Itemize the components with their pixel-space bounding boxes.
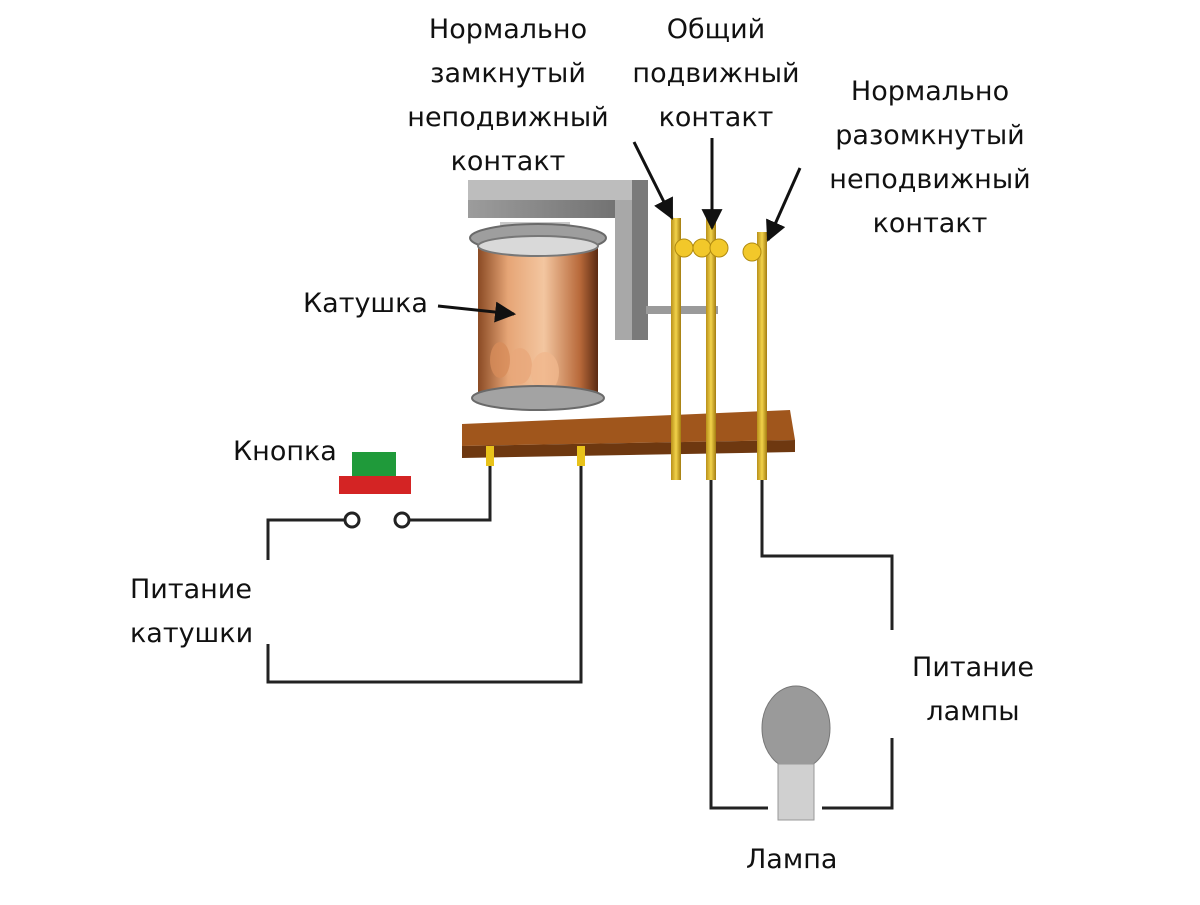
button-label: Кнопка	[233, 436, 337, 467]
arrow-nc	[632, 141, 674, 220]
nc-contact-line-1: Нормально	[428, 14, 588, 45]
lamp-power-label: Питание лампы	[912, 646, 1034, 734]
common-contact-line-3: контакт	[658, 102, 774, 133]
yoke-frame	[468, 180, 648, 340]
push-button	[339, 452, 411, 529]
coil-label: Катушка	[303, 288, 428, 319]
lamp-power-line-2: лампы	[926, 696, 1020, 727]
wires	[266, 466, 894, 810]
wire-common-to-lamp	[709, 480, 768, 810]
nc-contact-line-3: неподвижный	[407, 102, 609, 133]
coil	[469, 223, 607, 411]
lamp	[761, 685, 831, 821]
no-contact-line-3: неподвижный	[829, 164, 1031, 195]
lamp-label: Лампа	[746, 844, 838, 875]
wire-coil-power-return	[266, 466, 583, 684]
no-contact-label: Нормально разомкнутый неподвижный контак…	[829, 70, 1030, 246]
coil-pin-right	[577, 446, 585, 466]
coil-power-label: Питание катушки	[130, 568, 253, 656]
common-contact-label: Общий подвижный контакт	[632, 8, 799, 140]
contact-pins	[486, 218, 767, 480]
base-board	[462, 410, 795, 458]
common-contact-line-1: Общий	[666, 14, 766, 45]
wire-button-to-coil-power	[266, 518, 345, 560]
lamp-power-line-1: Питание	[912, 652, 1034, 683]
wire-button-to-coil	[409, 466, 492, 522]
nc-contact-pin	[671, 218, 681, 480]
coil-pin-left	[486, 446, 494, 466]
nc-contact-line-4: контакт	[450, 146, 566, 177]
coil-power-line-2: катушки	[130, 618, 254, 649]
no-contact-pin	[757, 232, 767, 480]
no-contact-line-1: Нормально	[850, 76, 1010, 107]
nc-contact-line-2: замкнутый	[430, 58, 586, 89]
wire-no-to-lamp-power	[760, 480, 894, 630]
wire-lamp-to-power	[822, 738, 894, 810]
no-contact-line-2: разомкнутый	[835, 120, 1025, 151]
pointer-arrows	[437, 138, 802, 323]
no-contact-line-4: контакт	[872, 208, 988, 239]
arrow-no	[766, 167, 802, 242]
common-contact-pin	[706, 218, 716, 480]
armature-rod	[646, 306, 718, 314]
common-contact-line-2: подвижный	[632, 58, 800, 89]
coil-power-line-1: Питание	[130, 574, 252, 605]
nc-contact-label: Нормально замкнутый неподвижный контакт	[407, 8, 608, 184]
arrow-coil	[437, 301, 517, 323]
